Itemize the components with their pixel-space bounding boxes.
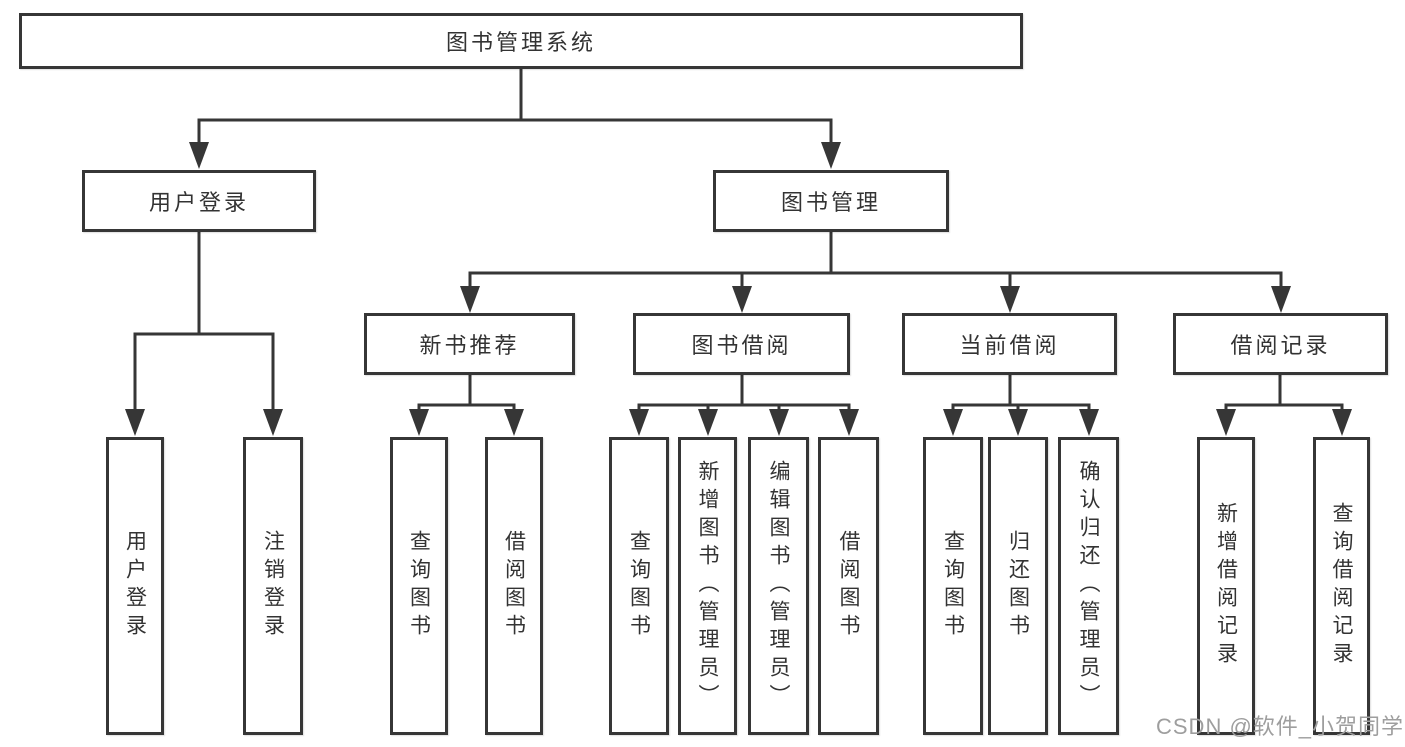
arrow-down-icon [1216, 409, 1236, 436]
leaf-query-books-borrow-label: 查询图书 [627, 530, 651, 642]
connector-root-to-level2 [197, 69, 833, 147]
node-current-borrow-label: 当前借阅 [959, 333, 1060, 358]
leaf-edit-books-admin: 编辑图书（管理员） [748, 437, 809, 735]
connector-bookmgmt-to-level3 [468, 232, 1283, 292]
arrow-down-icon [1332, 409, 1352, 436]
leaf-return-books-label: 归还图书 [1006, 530, 1030, 642]
arrow-down-icon [821, 142, 841, 169]
leaf-edit-books-admin-label: 编辑图书（管理员） [767, 460, 790, 712]
arrowheads [125, 142, 1352, 436]
arrow-down-icon [698, 409, 718, 436]
leaf-user-login-label: 用户登录 [123, 530, 147, 642]
node-user-login-label: 用户登录 [148, 190, 249, 215]
leaf-query-books-newbooks-label: 查询图书 [407, 530, 431, 642]
node-borrow-records-label: 借阅记录 [1230, 333, 1331, 358]
arrow-down-icon [263, 409, 283, 436]
leaf-borrow-books-newbooks: 借阅图书 [485, 437, 543, 735]
watermark: CSDN @软件_小贺同学 [1156, 714, 1405, 739]
arrow-down-icon [1000, 286, 1020, 313]
node-root: 图书管理系统 [19, 13, 1023, 69]
leaf-query-borrow-record: 查询借阅记录 [1313, 437, 1370, 735]
node-root-label: 图书管理系统 [445, 30, 596, 55]
leaf-query-borrow-record-label: 查询借阅记录 [1330, 502, 1353, 670]
arrow-down-icon [189, 142, 209, 169]
node-book-management: 图书管理 [713, 170, 949, 232]
leaf-add-borrow-record: 新增借阅记录 [1197, 437, 1255, 735]
connector-newbooks-to-leaves [417, 375, 516, 414]
leaf-user-login: 用户登录 [106, 437, 164, 735]
node-book-borrow: 图书借阅 [633, 313, 850, 375]
leaf-logout: 注销登录 [243, 437, 303, 735]
arrow-down-icon [1079, 409, 1099, 436]
node-new-book-recommend: 新书推荐 [364, 313, 575, 375]
node-new-book-recommend-label: 新书推荐 [419, 333, 520, 358]
leaf-borrow-books-newbooks-label: 借阅图书 [502, 530, 526, 642]
arrow-down-icon [732, 286, 752, 313]
connector-userlogin-to-leaves [133, 232, 275, 414]
connector-records-to-leaves [1224, 375, 1344, 414]
connector-borrow-to-leaves [637, 375, 851, 414]
leaf-query-books-newbooks: 查询图书 [390, 437, 448, 735]
leaf-query-books-current-label: 查询图书 [941, 530, 965, 642]
leaf-logout-label: 注销登录 [261, 530, 285, 642]
leaf-borrow-books-borrow-label: 借阅图书 [837, 530, 860, 642]
node-current-borrow: 当前借阅 [902, 313, 1117, 375]
arrow-down-icon [839, 409, 859, 436]
connector-current-to-leaves [951, 375, 1091, 414]
arrow-down-icon [504, 409, 524, 436]
leaf-return-books: 归还图书 [988, 437, 1048, 735]
node-borrow-records: 借阅记录 [1173, 313, 1388, 375]
leaf-add-borrow-record-label: 新增借阅记录 [1214, 502, 1238, 670]
arrow-down-icon [460, 286, 480, 313]
arrow-down-icon [943, 409, 963, 436]
leaf-add-books-admin-label: 新增图书（管理员） [696, 460, 719, 712]
arrow-down-icon [1271, 286, 1291, 313]
arrow-down-icon [629, 409, 649, 436]
node-book-management-label: 图书管理 [780, 190, 881, 215]
leaf-add-books-admin: 新增图书（管理员） [678, 437, 737, 735]
leaf-query-books-borrow: 查询图书 [609, 437, 669, 735]
leaf-query-books-current: 查询图书 [923, 437, 983, 735]
arrow-down-icon [769, 409, 789, 436]
arrow-down-icon [1008, 409, 1028, 436]
arrow-down-icon [409, 409, 429, 436]
arrow-down-icon [125, 409, 145, 436]
node-book-borrow-label: 图书借阅 [691, 333, 792, 358]
leaf-confirm-return-admin: 确认归还（管理员） [1058, 437, 1119, 735]
leaf-confirm-return-admin-label: 确认归还（管理员） [1077, 460, 1100, 712]
leaf-borrow-books-borrow: 借阅图书 [818, 437, 879, 735]
node-user-login: 用户登录 [82, 170, 316, 232]
